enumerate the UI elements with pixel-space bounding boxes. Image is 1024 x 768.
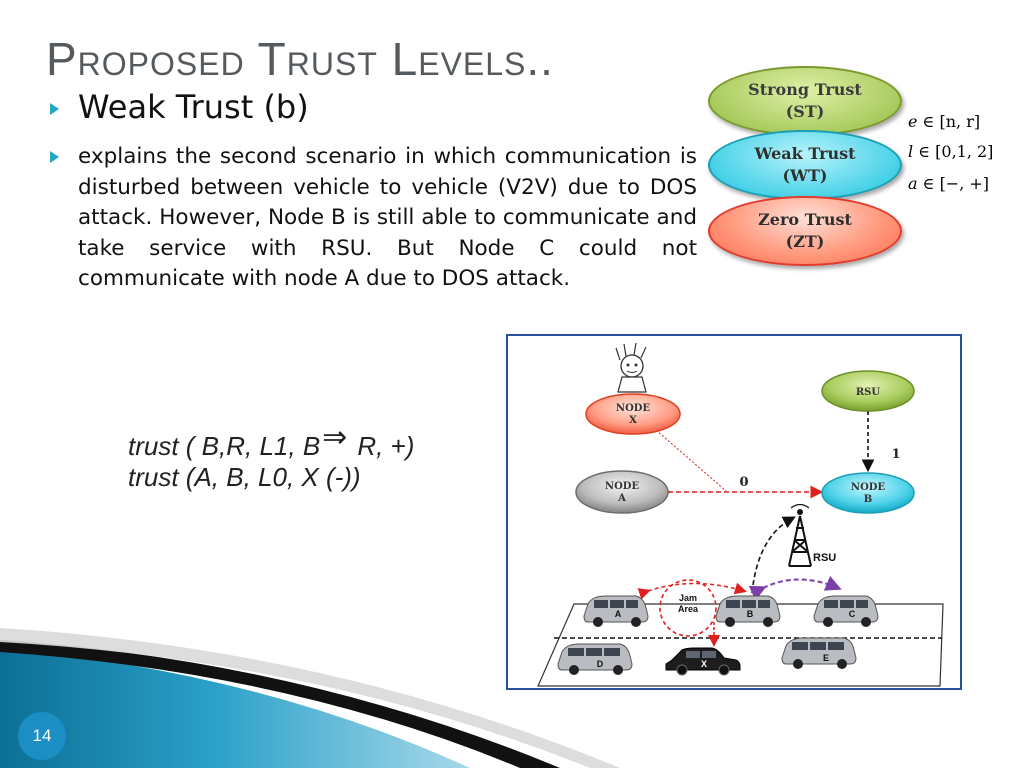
strong-trust-ellipse: Strong Trust (ST) xyxy=(708,66,902,136)
car-c: C xyxy=(813,595,879,627)
set-l: l ∈ [0,1, 2] xyxy=(908,142,994,161)
set-l-var: l xyxy=(908,142,914,161)
node-b-label-2: B xyxy=(864,494,872,505)
bullet-arrow-icon xyxy=(50,103,59,115)
trust-formula-1: trust ( B,R, L1, B⇒ R, +) xyxy=(128,421,415,463)
set-e: e ∈ [n, r] xyxy=(908,112,981,131)
set-a-range: [−, +] xyxy=(939,174,990,193)
jam-link xyxy=(637,582,747,600)
jam-area xyxy=(659,579,717,637)
page-number: 14 xyxy=(18,712,66,760)
rsu-b-link xyxy=(751,516,796,594)
rsu-node: RSU xyxy=(821,370,915,412)
jam-area-label-1: Jam xyxy=(679,593,697,603)
zero-trust-ellipse: Zero Trust (ZT) xyxy=(708,196,902,266)
car-a: A xyxy=(583,595,649,627)
zero-trust-label: Zero Trust xyxy=(758,210,852,229)
weak-trust-ellipse: Weak Trust (WT) xyxy=(708,130,902,200)
rsu-tower-label: RSU xyxy=(813,552,836,564)
car-d-label: D xyxy=(597,659,604,669)
bullet-heading: Weak Trust (b) xyxy=(78,88,309,126)
implies-arrow-icon: ⇒ xyxy=(322,421,348,454)
node-a: NODE A xyxy=(575,470,669,514)
car-e: E xyxy=(781,637,857,669)
set-a: a ∈ [−, +] xyxy=(908,174,990,193)
node-a-label-2: A xyxy=(617,493,626,504)
bullet-arrow-icon xyxy=(50,151,59,163)
attack-line xyxy=(655,429,727,492)
weak-trust-abbr: (WT) xyxy=(782,166,828,185)
bullet-paragraph: explains the second scenario in which co… xyxy=(78,144,697,291)
node-x: NODE X xyxy=(585,393,681,435)
car-d: D xyxy=(557,643,633,675)
car-x-label: X xyxy=(701,659,707,669)
node-x-label-1: NODE xyxy=(616,403,651,414)
weak-trust-label: Weak Trust xyxy=(754,144,856,163)
node-b: NODE B xyxy=(821,472,915,514)
rsu-node-label: RSU xyxy=(856,387,881,398)
slide-title-text: Proposed Trust Levels.. xyxy=(46,33,554,85)
trust-formula-2: trust (A, B, L0, X (-)) xyxy=(128,462,361,492)
set-a-var: a xyxy=(908,174,918,193)
car-c-label: C xyxy=(849,609,856,619)
strong-trust-abbr: (ST) xyxy=(785,102,825,121)
formula-1-suffix: R, +) xyxy=(357,431,415,461)
jam-area-label-2: Area xyxy=(678,604,699,614)
car-a-label: A xyxy=(615,609,622,619)
rsu-tower-icon: RSU xyxy=(788,503,836,567)
formula-1-prefix: trust ( B,R, L1, B xyxy=(128,431,321,461)
strong-trust-label: Strong Trust xyxy=(748,80,862,99)
car-b: B xyxy=(715,595,781,627)
node-a-label-1: NODE xyxy=(605,481,640,492)
set-e-range: [n, r] xyxy=(939,112,981,131)
link-0-label: 0 xyxy=(739,475,748,490)
network-diagram-svg: NODE X NODE A RSU NODE B 0 1 RSU xyxy=(537,342,944,687)
network-diagram: NODE X NODE A RSU NODE B 0 1 RSU xyxy=(506,334,962,690)
v2v-link-b-c xyxy=(748,575,842,601)
car-b-label: B xyxy=(747,609,754,619)
attacker-icon xyxy=(615,342,647,393)
zero-trust-abbr: (ZT) xyxy=(785,232,825,251)
link-1-label: 1 xyxy=(891,447,900,462)
car-e-label: E xyxy=(823,653,829,663)
slide-title: Proposed Trust Levels.. xyxy=(46,32,554,86)
node-b-label-1: NODE xyxy=(851,482,886,493)
set-l-range: [0,1, 2] xyxy=(935,142,994,161)
node-x-label-2: X xyxy=(629,415,637,426)
car-x: X xyxy=(665,647,741,676)
set-e-var: e xyxy=(908,112,918,131)
